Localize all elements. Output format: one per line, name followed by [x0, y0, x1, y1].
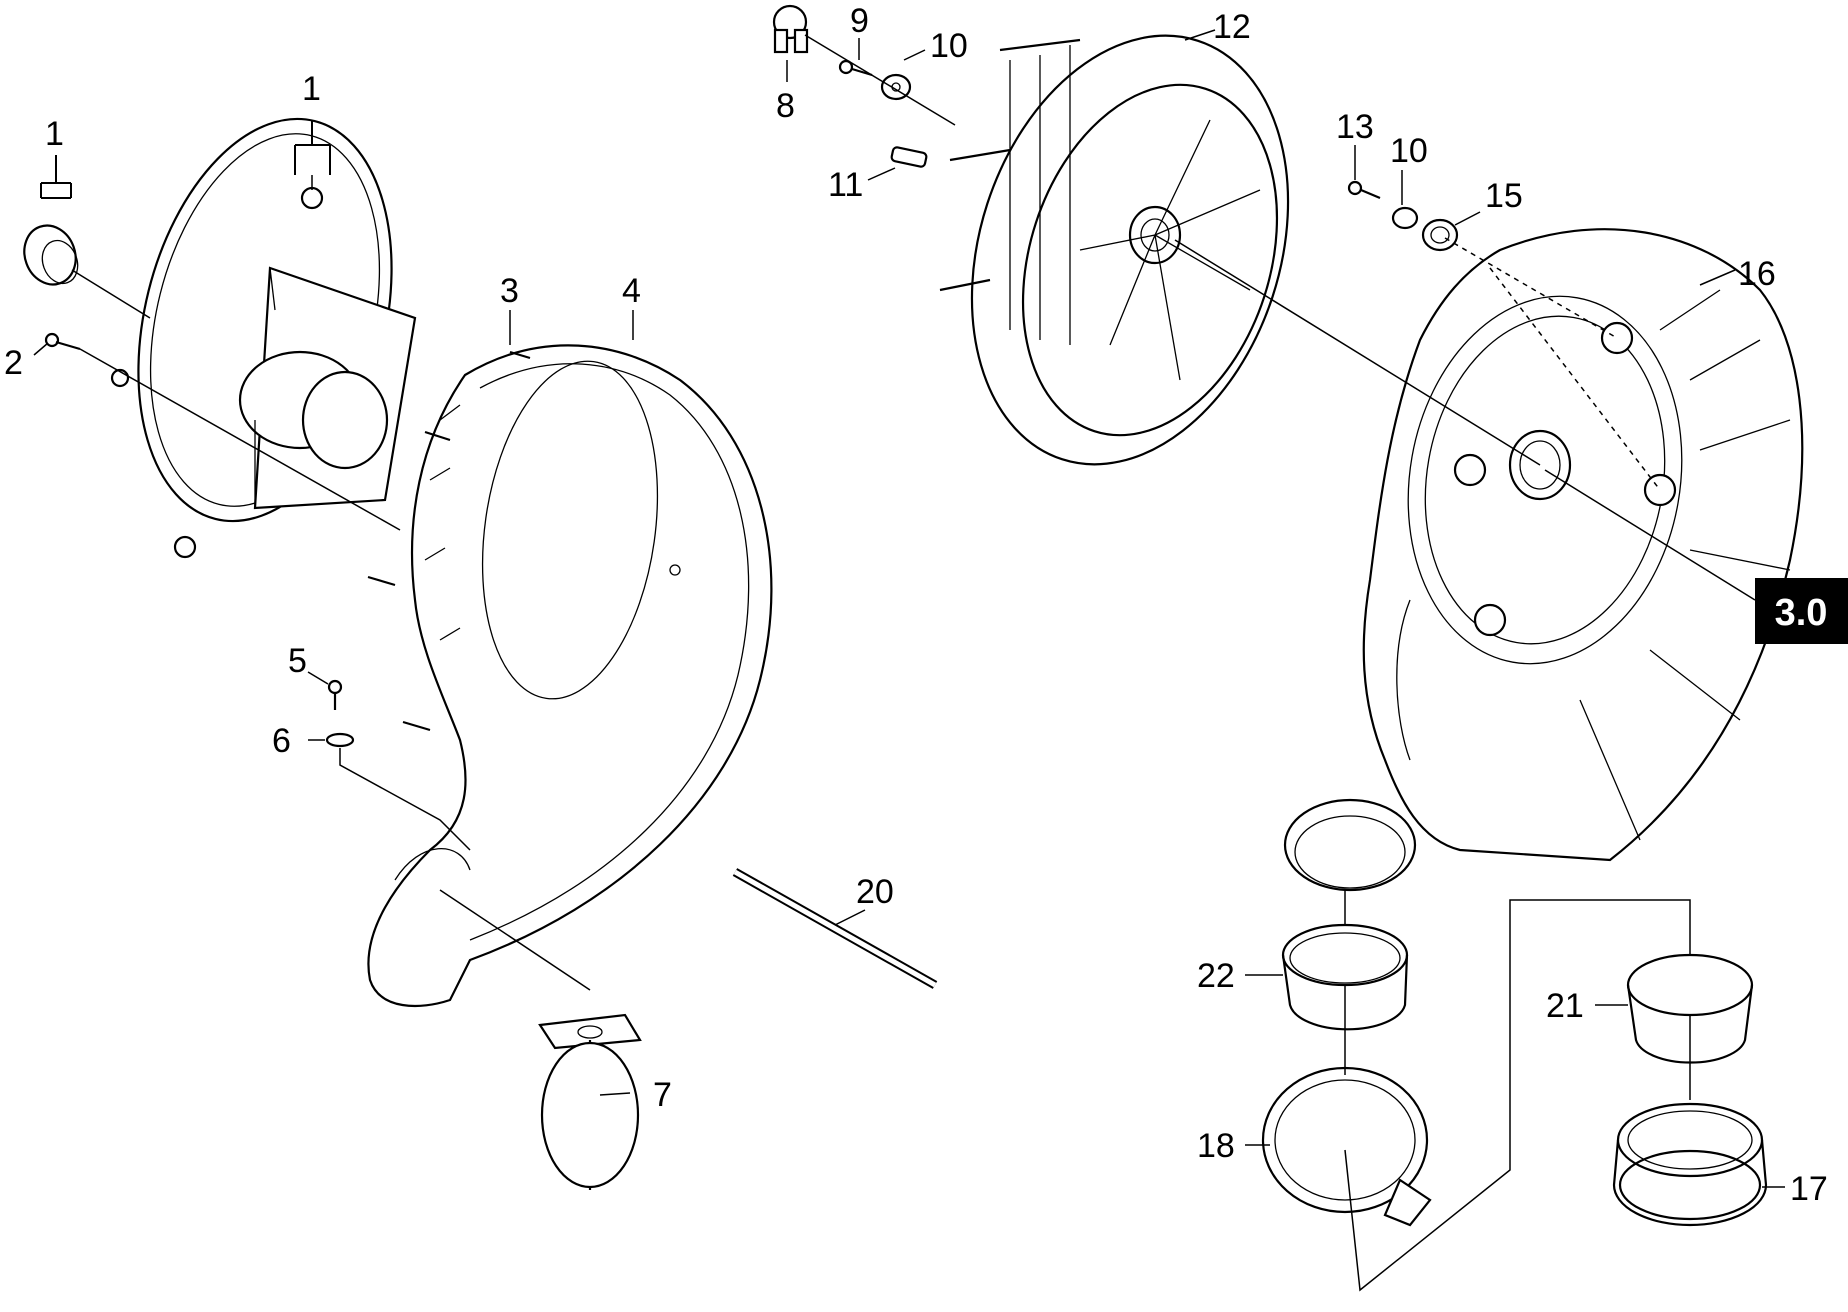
callout-4: 4	[622, 272, 641, 310]
callout-3: 3	[500, 272, 519, 310]
rod-part	[732, 868, 938, 989]
flap-valve-part	[538, 1013, 642, 1190]
callout-16: 16	[1738, 255, 1776, 293]
callout-10: 10	[930, 27, 968, 65]
callout-8: 8	[776, 87, 795, 125]
callout-13: 13	[1336, 108, 1374, 146]
impeller-wheel	[939, 34, 1290, 466]
section-badge-label: 3.0	[1775, 592, 1828, 634]
callout-15: 15	[1485, 177, 1523, 215]
callout-6: 6	[272, 722, 291, 760]
small-screw-washer	[325, 679, 355, 748]
section-badge: 3.0	[1755, 578, 1848, 644]
callout-labels: 1 1 2 3 4 5 6 7 8 9 10 11 12 13 10 15 16…	[4, 2, 1828, 1208]
blower-housing-rear	[1362, 228, 1804, 862]
blower-housing-front	[367, 344, 773, 1008]
leader-lines	[33, 29, 1785, 1292]
housing-screw-part	[367, 350, 531, 732]
callout-1: 1	[302, 70, 321, 108]
callout-18: 18	[1197, 1127, 1235, 1165]
hub-nut-part	[772, 4, 809, 54]
callout-22: 22	[1197, 957, 1235, 995]
callout-12: 12	[1213, 8, 1251, 46]
callout-1: 1	[45, 115, 64, 153]
callout-10: 10	[1390, 132, 1428, 170]
callout-20: 20	[856, 873, 894, 911]
callout-9: 9	[850, 2, 869, 40]
motor-mount-plate	[110, 117, 417, 559]
callout-5: 5	[288, 642, 307, 680]
callout-7: 7	[653, 1076, 672, 1114]
rear-screw-washer-bushing	[1347, 180, 1459, 252]
seal-ring-part	[23, 224, 79, 286]
screw-part	[44, 332, 81, 351]
clamp-ring-part	[1261, 1066, 1432, 1227]
key-part	[890, 146, 928, 168]
callout-11: 11	[828, 166, 863, 204]
callout-21: 21	[1546, 987, 1584, 1025]
callout-17: 17	[1790, 1170, 1828, 1208]
housing-outlet-ring	[1283, 798, 1417, 892]
ring-part-17	[1612, 1102, 1768, 1227]
callout-2: 2	[4, 344, 23, 382]
